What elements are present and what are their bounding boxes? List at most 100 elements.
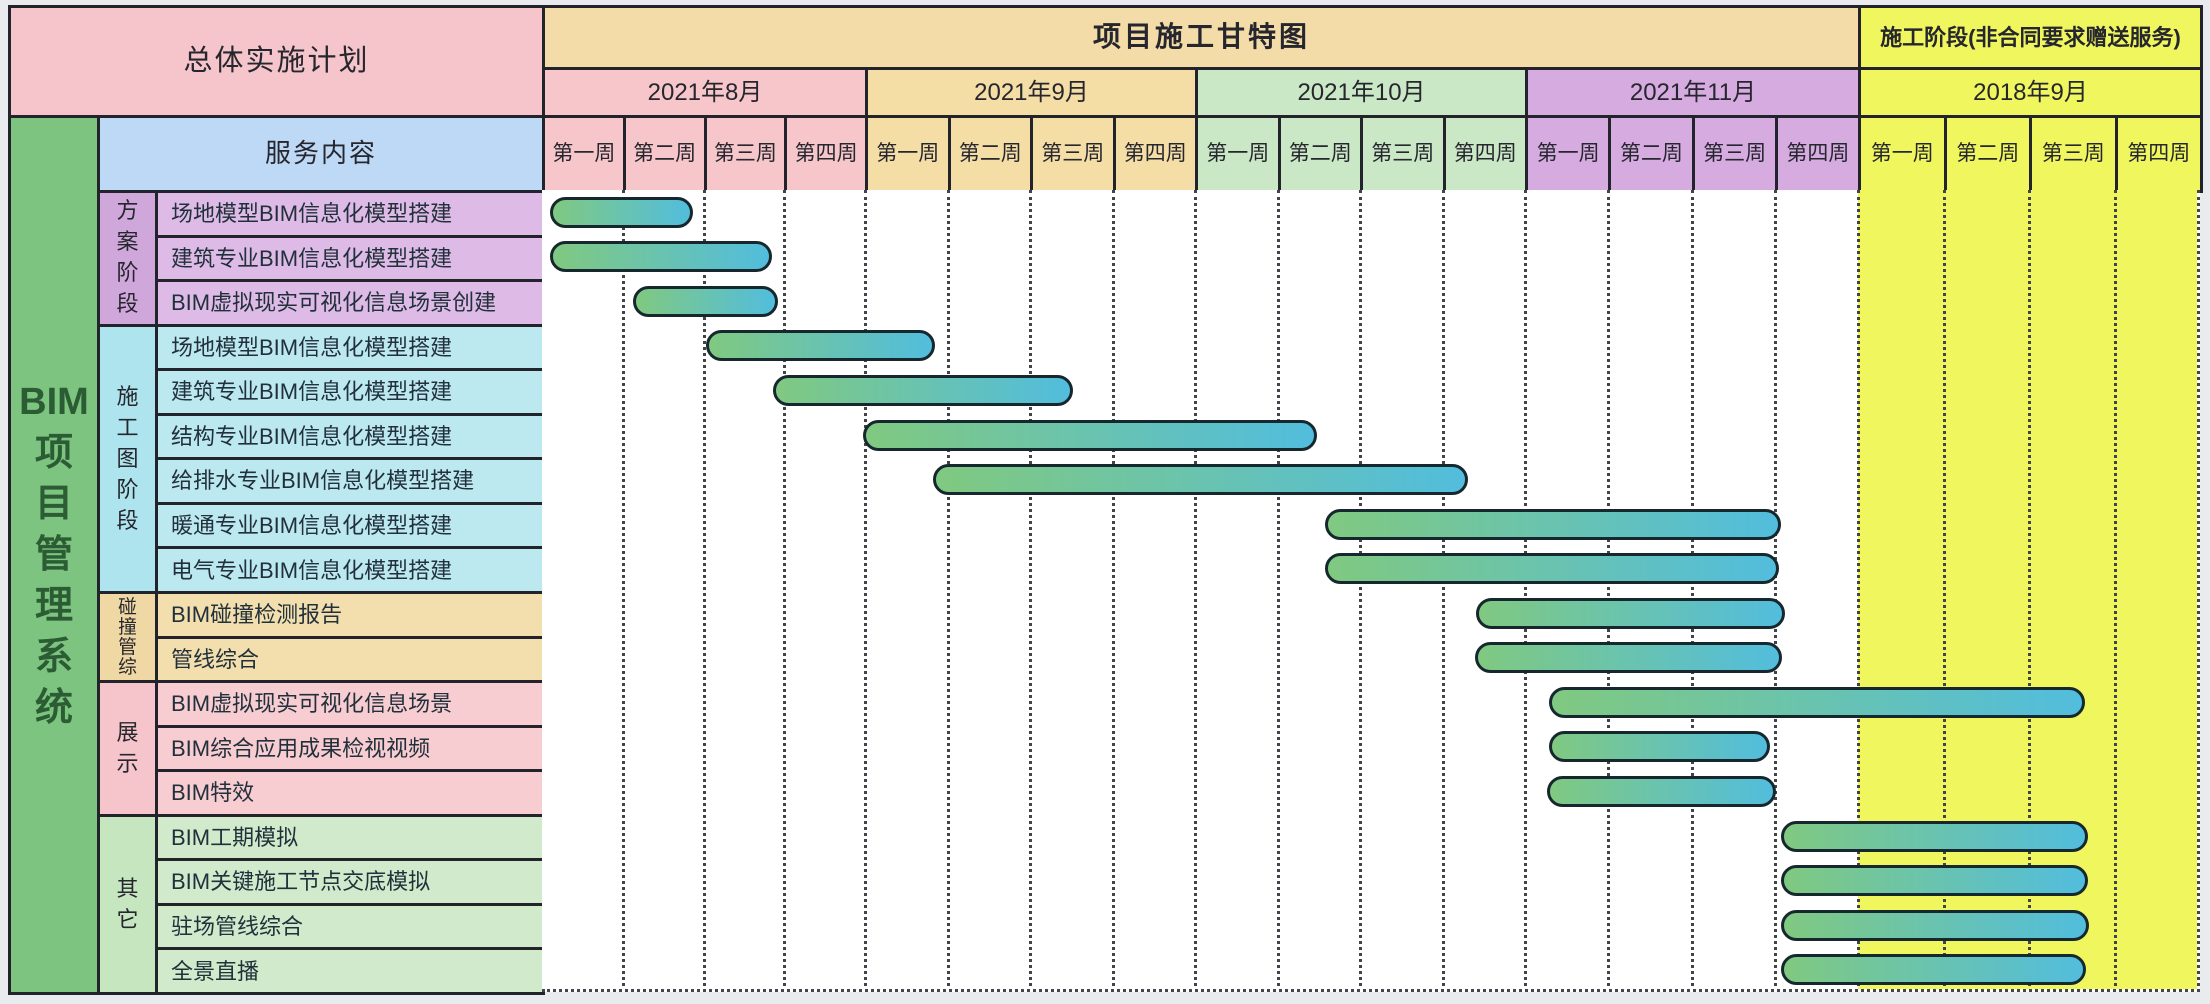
phase-char: 展	[116, 720, 139, 746]
week-gridline	[1942, 190, 1946, 989]
phase-char: 管	[118, 636, 137, 658]
week-header-cell: 第三周	[1030, 115, 1116, 193]
week-gridline	[621, 190, 625, 989]
week-header-cell: 第四周	[1112, 115, 1198, 193]
week-header-cell: 第一周	[1858, 115, 1947, 193]
week-gridline	[1857, 190, 1860, 989]
week-gridline	[1524, 190, 1527, 989]
week-gridline	[1276, 190, 1280, 989]
phase-char: 示	[116, 751, 139, 777]
week-gridline	[702, 190, 706, 989]
gantt-bar	[633, 285, 778, 317]
phase-char: 工	[116, 415, 139, 441]
task-label-cell: BIM虚拟现实可视化信息场景创建	[155, 279, 545, 327]
week-header-cell: 第三周	[1691, 115, 1778, 193]
task-label-cell: BIM工期模拟	[155, 813, 545, 862]
service-content-header: 服务内容	[97, 115, 545, 193]
phase-char: 施	[116, 384, 139, 410]
system-title-token: BIM	[19, 381, 89, 423]
week-header-cell: 第一周	[865, 115, 951, 193]
overall-plan-header: 总体实施计划	[8, 5, 545, 118]
week-header-cell: 第二周	[947, 115, 1033, 193]
week-gridline	[1773, 190, 1777, 989]
phase-group-cell: 施工图阶段	[97, 323, 158, 594]
week-gridline	[1029, 190, 1032, 989]
task-label-cell: 电气专业BIM信息化模型搭建	[155, 546, 545, 594]
phase-char: 其	[116, 876, 139, 902]
gantt-plot-area	[542, 190, 2200, 992]
week-gridline	[864, 190, 867, 989]
week-header-cell: 第二周	[1277, 115, 1363, 193]
phase-char: 方	[116, 198, 139, 224]
gantt-bar	[863, 419, 1318, 451]
month-header-cell: 2021年10月	[1195, 67, 1528, 118]
gantt-bar	[550, 241, 773, 273]
gantt-bar	[1781, 820, 2088, 852]
task-label-cell: 场地模型BIM信息化模型搭建	[155, 323, 545, 372]
week-gridline	[1194, 190, 1197, 989]
gantt-bar	[1549, 686, 2085, 718]
phase-char: 阶	[116, 477, 139, 503]
week-header-cell: 第四周	[784, 115, 868, 193]
task-label-cell: 暖通专业BIM信息化模型搭建	[155, 501, 545, 550]
month-header-cell: 2021年11月	[1525, 67, 1861, 118]
task-label-cell: 建筑专业BIM信息化模型搭建	[155, 368, 545, 416]
task-label-cell: 结构专业BIM信息化模型搭建	[155, 412, 545, 461]
week-gridline	[1441, 190, 1445, 989]
task-label-cell: BIM特效	[155, 769, 545, 817]
gantt-bar	[1325, 553, 1779, 585]
phase-group-cell: 碰撞管综	[97, 591, 158, 684]
task-label-cell: 场地模型BIM信息化模型搭建	[155, 190, 545, 238]
gantt-bar	[1474, 642, 1783, 674]
gantt-bar	[1546, 776, 1777, 807]
phase-char: 段	[116, 508, 139, 534]
week-header-cell: 第三周	[1360, 115, 1446, 193]
week-header-cell: 第三周	[2029, 115, 2118, 193]
phase-char: 案	[116, 229, 139, 255]
task-label-cell: 建筑专业BIM信息化模型搭建	[155, 234, 545, 283]
bonus-phase-header: 施工阶段(非合同要求赠送服务)	[1858, 5, 2203, 70]
gantt-bar	[772, 375, 1073, 406]
gantt-bar	[1781, 909, 2089, 941]
phase-char: 段	[116, 291, 139, 317]
month-header-cell: 2021年9月	[865, 67, 1198, 118]
week-header-cell: 第一周	[1195, 115, 1281, 193]
phase-char: 综	[118, 655, 137, 677]
task-label-cell: BIM综合应用成果检视视频	[155, 724, 545, 773]
week-gridline	[1359, 190, 1362, 989]
week-header-cell: 第一周	[542, 115, 626, 193]
system-title-token: 管	[34, 534, 73, 576]
phase-char: 它	[116, 907, 139, 933]
gantt-bar	[1476, 597, 1785, 629]
gantt-bar	[932, 464, 1469, 496]
bonus-zone-fill	[1858, 190, 2197, 989]
system-title-token: 统	[34, 687, 73, 729]
system-title-token: 理	[34, 585, 73, 627]
week-header-cell: 第一周	[1525, 115, 1612, 193]
gantt-bar	[1781, 865, 2088, 897]
phase-char: 阶	[116, 260, 139, 286]
phase-char: 碰	[118, 596, 137, 618]
week-gridline	[2028, 190, 2031, 989]
week-header-cell: 第三周	[703, 115, 788, 193]
month-header-cell: 2018年9月	[1858, 67, 2203, 118]
task-label-cell: BIM碰撞检测报告	[155, 591, 545, 639]
task-label-cell: 全景直播	[155, 947, 545, 995]
gantt-bar	[705, 330, 936, 362]
system-title-token: 目	[34, 483, 73, 525]
week-header-cell: 第二周	[1943, 115, 2032, 193]
month-header-cell: 2021年8月	[542, 67, 868, 118]
task-label-cell: 给排水专业BIM信息化模型搭建	[155, 457, 545, 505]
week-gridline	[2113, 190, 2117, 989]
gantt-bar	[1549, 731, 1770, 763]
gantt-bar	[1325, 508, 1782, 540]
week-gridline	[946, 190, 950, 989]
phase-group-cell: 方案阶段	[97, 190, 158, 327]
phase-char: 图	[116, 446, 139, 472]
week-gridline	[1690, 190, 1694, 989]
week-header-cell: 第四周	[1774, 115, 1861, 193]
week-gridline	[1111, 190, 1115, 989]
gantt-chart-title: 项目施工甘特图	[542, 5, 1861, 70]
